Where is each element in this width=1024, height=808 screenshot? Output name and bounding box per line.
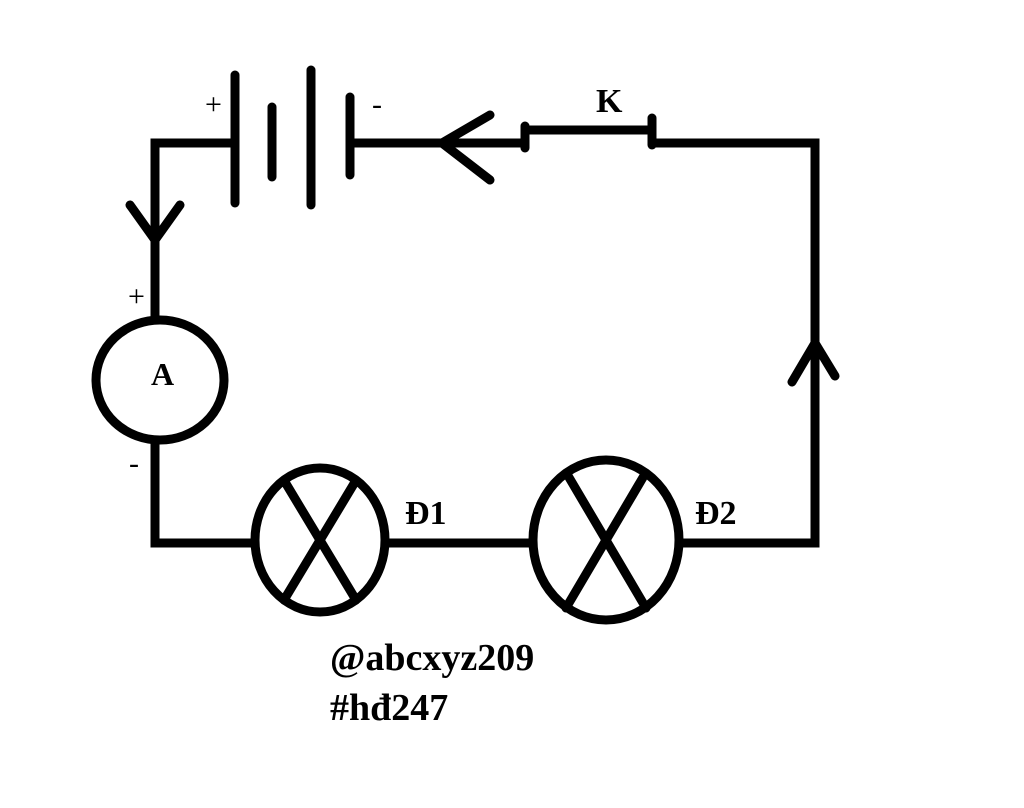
lamp-d1-label: Đ1: [405, 495, 447, 532]
ammeter-label: A: [151, 356, 174, 392]
current-arrow-down-icon: [125, 200, 185, 248]
lamp-d1: [250, 463, 390, 617]
battery-plus-label: +: [205, 88, 222, 121]
wire-top-left: [150, 138, 235, 320]
current-arrow-up-icon: [787, 334, 840, 387]
credit-line-1: @abcxyz209: [330, 637, 534, 679]
current-arrow-left-icon: [433, 110, 495, 185]
switch-k: [520, 113, 657, 153]
wire-top-right-and-right: [652, 138, 820, 548]
lamp-d2: [528, 455, 684, 625]
battery-minus-label: -: [372, 88, 382, 121]
ammeter: [91, 315, 229, 445]
wire-bottom-left: [150, 440, 255, 548]
ammeter-minus-label: -: [129, 447, 139, 480]
lamp-d2-label: Đ2: [695, 495, 737, 532]
credit-line-2: #hđ247: [330, 687, 448, 729]
ammeter-plus-label: +: [128, 280, 145, 313]
switch-label: K: [596, 83, 623, 120]
